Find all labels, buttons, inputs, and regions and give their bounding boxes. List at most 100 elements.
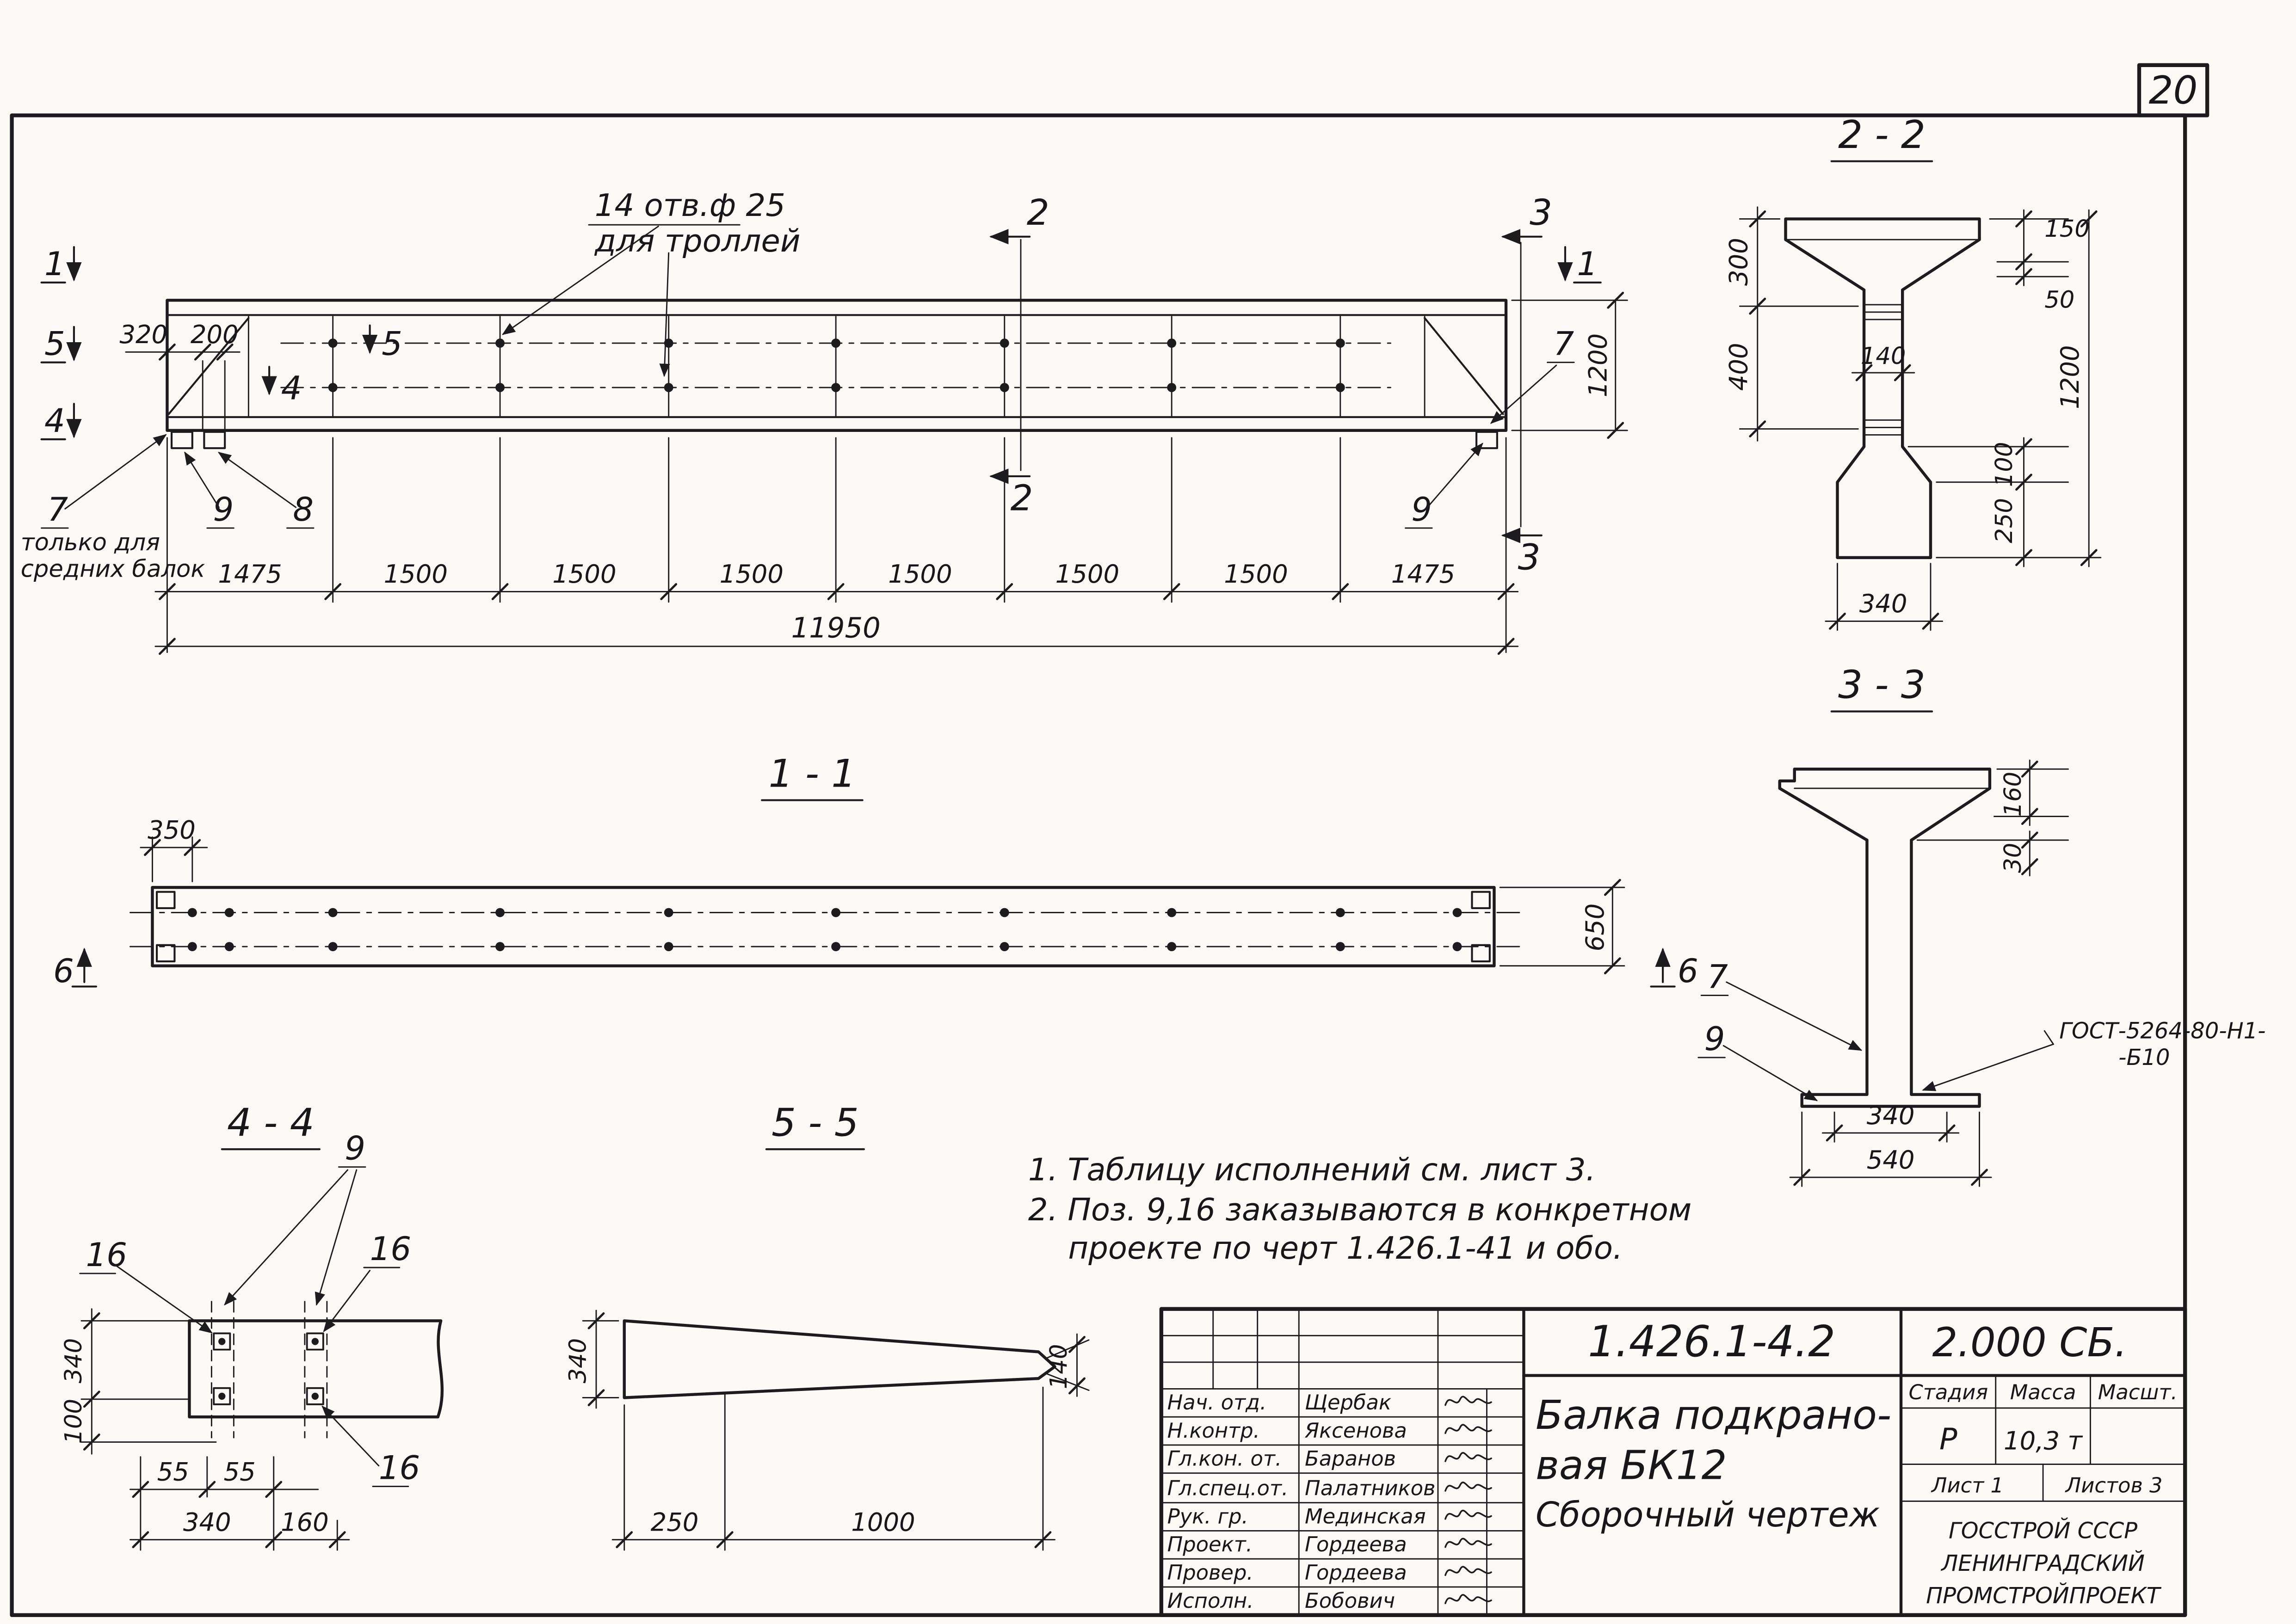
svg-text:150: 150 [2044,215,2090,243]
svg-text:1475: 1475 [218,560,282,589]
dim-chain-main: 1475 1500 1500 1500 1500 1500 1500 1475 … [154,437,1519,654]
dim-320-200: 320 200 [119,320,241,430]
web-joint-lines [1863,304,1903,436]
product-name: Балка подкрано- вая БК12 Сборочный черте… [1536,1392,1891,1535]
cut-marker-5-inner: 5 [362,324,402,363]
svg-text:250: 250 [1991,498,2018,543]
svg-text:7: 7 [1707,958,1728,996]
holes-note-line2: для троллей [594,223,801,259]
cut-marker-3: 3 3 [1501,192,1552,578]
svg-text:9: 9 [1411,491,1432,529]
sheet-label: Лист 1 [1931,1473,2004,1497]
svg-text:160: 160 [281,1507,329,1537]
dim-250-1000: 250 1000 [611,1386,1055,1551]
svg-text:7: 7 [1553,325,1574,363]
svg-text:Сборочный чертеж: Сборочный чертеж [1536,1495,1880,1535]
svg-text:250: 250 [651,1507,699,1537]
plan-corner-plates [155,891,1491,963]
svg-text:340: 340 [183,1507,231,1537]
section-5-5-outline [623,1319,1056,1399]
svg-text:100: 100 [1991,442,2018,487]
svg-text:1500: 1500 [1055,560,1119,589]
section-4-4-title: 4 - 4 [227,1100,315,1145]
stage-grid [1900,1375,2186,1502]
dim-340-55: 340 [565,1310,619,1409]
section-1-1: 1 - 1 350 [53,751,1698,990]
dim-350: 350 [140,816,208,882]
staff-name: Щербак [1305,1390,1391,1415]
dim-total: 11950 [791,612,880,645]
staff-name: Палатников [1305,1476,1435,1501]
staff-role: Н.контр. [1167,1418,1260,1443]
svg-text:вая БК12: вая БК12 [1536,1443,1727,1489]
note-line3: проекте по черт 1.426.1-41 и обо. [1068,1230,1623,1266]
staff-name: Баранов [1305,1446,1396,1471]
dim-340-bottom: 340 [1825,563,1944,631]
note-line1: 1. Таблицу исполнений см. лист 3. [1028,1151,1596,1187]
cut-marker-1-left: 1 [40,245,82,284]
staff-role: Проект. [1167,1532,1253,1556]
pos-16-bottom: 16 [321,1405,420,1487]
section-4-4-outline [188,1319,444,1419]
staff-grid [1160,1308,1524,1616]
sheet-number-box: 20 [2137,63,2210,117]
svg-text:55: 55 [157,1458,189,1487]
svg-text:16: 16 [379,1449,420,1487]
svg-text:ГОССТРОЙ СССР: ГОССТРОЙ СССР [1949,1517,2137,1544]
cut-marker-4-left: 4 [40,402,82,441]
section-3-3-title: 3 - 3 [1838,663,1926,707]
pos-9-sec33: 9 [1697,1020,1818,1101]
svg-text:9: 9 [345,1130,365,1168]
svg-text:350: 350 [148,816,196,845]
svg-text:50: 50 [2044,286,2074,314]
staff-rows: Нач. отд. Щербак Н.контр. Яксенова Гл.ко… [1167,1390,1492,1613]
svg-text:340: 340 [1867,1101,1915,1130]
pos-16-top-left: 16 [79,1236,213,1334]
staff-name: Мединская [1305,1504,1426,1528]
title-block: Нач. отд. Щербак Н.контр. Яксенова Гл.ко… [1159,1307,2187,1617]
svg-text:1500: 1500 [720,560,784,589]
dim-160: 160 [1994,759,2069,826]
section-2-2-title: 2 - 2 [1838,112,1926,157]
only-note-line1: только для [21,529,160,556]
dim-650: 650 [1499,880,1625,973]
svg-text:540: 540 [1867,1145,1915,1175]
svg-text:16: 16 [370,1230,412,1268]
svg-text:1: 1 [44,245,65,283]
dim-140-55: 140 [1045,1333,1090,1397]
svg-text:1200: 1200 [1584,333,1613,397]
pos-8: 8 [218,452,315,529]
dim-55-55: 55 55 340 160 [130,1456,350,1551]
svg-text:340: 340 [60,1338,87,1384]
svg-text:1500: 1500 [384,560,448,589]
notes-block: 1. Таблицу исполнений см. лист 3. 2. Поз… [1028,1151,1691,1266]
holes-note: 14 отв.ф 25 для троллей [502,187,801,377]
svg-text:160: 160 [2000,772,2027,817]
svg-text:340: 340 [565,1338,592,1384]
dim-right-chain: 150 50 100 250 1200 [1907,209,2102,567]
svg-text:1: 1 [1577,245,1598,283]
staff-role: Провер. [1167,1560,1253,1585]
svg-text:650: 650 [1580,904,1610,952]
staff-role: Рук. гр. [1167,1504,1248,1528]
cut-marker-5-left: 5 [40,325,82,363]
svg-text:ПРОМСТРОЙПРОЕКТ: ПРОМСТРОЙПРОЕКТ [1926,1582,2162,1609]
organisation: ГОССТРОЙ СССР ЛЕНИНГРАДСКИЙ ПРОМСТРОЙПРО… [1926,1517,2162,1609]
cut-marker-2: 2 2 [989,192,1049,519]
staff-role: Исполн. [1167,1588,1254,1613]
beam-outline [166,299,1508,432]
svg-text:7: 7 [47,491,68,529]
svg-text:9: 9 [1704,1020,1725,1058]
svg-text:1000: 1000 [851,1507,915,1537]
svg-text:4: 4 [44,402,65,440]
plan-outline [151,886,1496,967]
only-note-line2: средних балок [21,555,205,583]
dim-1200-main: 1200 [1511,293,1628,437]
svg-text:200: 200 [191,320,239,349]
section-5-5: 5 - 5 340 140 250 1000 [565,1100,1090,1551]
dim-30: 30 [1916,830,2069,876]
staff-role: Гл.кон. от. [1167,1446,1282,1471]
staff-role: Гл.спец.от. [1167,1476,1289,1501]
staff-role: Нач. отд. [1167,1390,1267,1415]
weld-gost-note: ГОСТ-5264-80-Н1- -Б10 [1922,1018,2265,1091]
